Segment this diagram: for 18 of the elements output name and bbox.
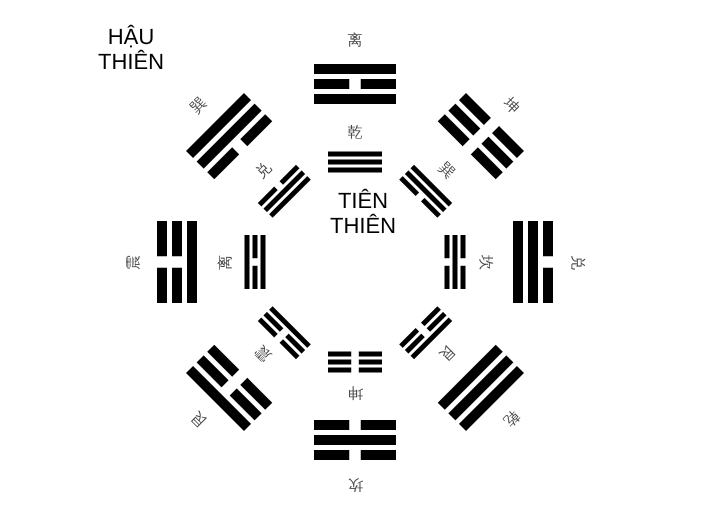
trigram-name: 离 <box>348 32 362 48</box>
trigram-name: 坤 <box>501 94 523 116</box>
trigram-name: 坎 <box>478 254 492 270</box>
trigram-name: 兑 <box>252 159 274 181</box>
heading-text: TIÊN THIÊN <box>329 188 397 239</box>
trigram-name: 坤 <box>348 384 362 400</box>
trigram-name: 兑 <box>570 254 584 270</box>
trigram-name: 震 <box>252 343 274 365</box>
trigram-name: 离 <box>218 254 232 270</box>
trigram-name: 艮 <box>436 343 458 365</box>
heading-text: HẬU THIÊN <box>97 24 165 75</box>
trigram-name: 艮 <box>187 408 209 430</box>
trigram-name: 巽 <box>436 159 458 181</box>
trigram-name: 坎 <box>348 476 362 492</box>
trigram-name: 乾 <box>348 124 362 140</box>
trigram-name: 震 <box>126 254 140 270</box>
trigram-name: 巽 <box>187 94 209 116</box>
trigram-name: 乾 <box>501 408 523 430</box>
